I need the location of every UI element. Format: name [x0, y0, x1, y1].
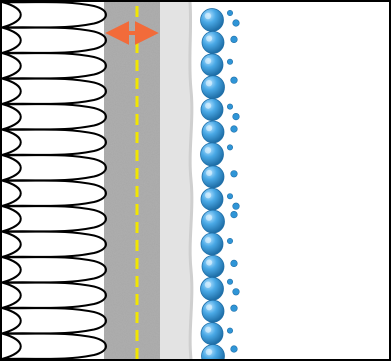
water-droplet-small: [232, 288, 240, 296]
droplet-highlight: [205, 237, 212, 244]
plaster-layer: [160, 1, 194, 360]
droplet-highlight: [205, 102, 212, 109]
droplet-highlight: [206, 169, 213, 177]
droplet-highlight: [206, 259, 213, 266]
concrete-texture: [104, 2, 160, 359]
water-droplet-small: [230, 304, 238, 312]
droplet-highlight: [204, 281, 212, 288]
water-droplet-icon: [200, 98, 224, 121]
plaster-shape: [160, 2, 192, 359]
water-droplet-small: [227, 103, 234, 110]
droplet-highlight: [204, 12, 212, 20]
droplet-highlight: [205, 192, 212, 199]
droplet-highlight: [205, 57, 212, 65]
water-droplet-small: [227, 10, 234, 17]
water-droplet-small: [227, 238, 234, 245]
water-droplet-icon: [200, 53, 224, 77]
water-droplet-icon: [201, 31, 225, 54]
water-droplet-small: [227, 327, 234, 334]
droplet-highlight: [205, 348, 213, 356]
water-droplet-small: [230, 125, 238, 133]
water-droplet-small: [230, 259, 238, 268]
water-droplet-icon: [201, 209, 225, 234]
water-droplet-icon: [200, 187, 224, 211]
water-droplet-small: [227, 278, 234, 285]
concrete-layer: [104, 2, 160, 359]
water-droplet-small: [230, 35, 238, 44]
insulation-loops-icon: [1, 1, 107, 360]
water-droplet-icon: [200, 8, 224, 32]
water-droplet-small: [227, 58, 234, 65]
droplet-highlight: [206, 304, 213, 311]
water-droplets: [200, 8, 240, 361]
water-droplet-small: [232, 112, 240, 121]
water-droplet-icon: [200, 322, 224, 346]
water-droplet-icon: [201, 120, 225, 144]
water-droplet-icon: [200, 142, 224, 167]
water-droplet-small: [230, 76, 238, 84]
water-droplet-icon: [201, 299, 225, 323]
water-droplet-small: [227, 144, 234, 151]
water-droplet-icon: [201, 344, 225, 361]
water-droplet-small: [232, 202, 240, 210]
water-droplet-small: [230, 170, 238, 178]
droplet-highlight: [204, 147, 212, 154]
water-droplet-small: [230, 211, 238, 219]
water-droplet-small: [227, 193, 234, 200]
water-droplet-small: [230, 345, 238, 353]
droplet-highlight: [205, 79, 213, 87]
droplet-highlight: [205, 214, 213, 221]
droplet-highlight: [206, 35, 213, 42]
water-droplet-icon: [201, 75, 225, 100]
droplet-highlight: [206, 125, 213, 132]
water-droplet-icon: [201, 254, 225, 278]
droplet-highlight: [205, 326, 212, 333]
plaster-edge: [188, 1, 194, 360]
water-droplet-icon: [200, 232, 224, 256]
insulation-loop: [1, 332, 107, 360]
water-droplet-small: [232, 19, 240, 27]
water-droplet-icon: [201, 165, 225, 189]
water-droplet-icon: [200, 276, 224, 301]
